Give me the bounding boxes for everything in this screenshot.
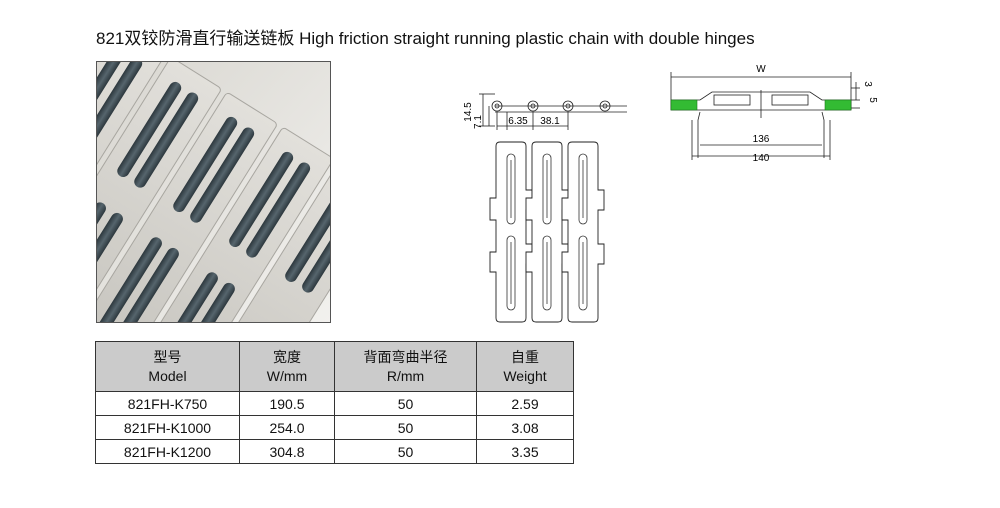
chain-plate <box>97 62 165 308</box>
table-row: 821FH-K1200 304.8 50 3.35 <box>95 439 574 464</box>
spec-table: 型号 Model 宽度 W/mm 背面弯曲半径 R/mm 自重 Weight 8… <box>95 341 574 464</box>
cell-weight: 3.35 <box>476 439 574 464</box>
side-view-drawing: 14.5 7.1 6.35 38.1 <box>463 93 627 130</box>
header-radius-en: R/mm <box>386 367 425 384</box>
cell-width: 254.0 <box>239 415 335 440</box>
product-photo <box>96 61 331 323</box>
top-view-drawing <box>489 141 605 323</box>
header-width-en: W/mm <box>266 367 308 384</box>
dim-side-label: 5 <box>867 97 878 103</box>
chain-photo-illustration <box>97 62 330 322</box>
cell-width: 304.8 <box>239 439 335 464</box>
header-weight-cn: 自重 <box>511 348 539 365</box>
header-radius-cn: 背面弯曲半径 <box>363 348 448 365</box>
cell-radius: 50 <box>334 391 477 416</box>
header-weight: 自重 Weight <box>476 341 574 392</box>
header-model-en: Model <box>148 367 187 384</box>
header-width: 宽度 W/mm <box>239 341 335 392</box>
chain-plate-outline <box>489 141 533 323</box>
header-model: 型号 Model <box>95 341 240 392</box>
header-radius: 背面弯曲半径 R/mm <box>334 341 477 392</box>
cell-weight: 3.08 <box>476 415 574 440</box>
friction-insert-right <box>824 99 852 111</box>
header-model-cn: 型号 <box>153 348 182 365</box>
cell-model: 821FH-K750 <box>95 391 240 416</box>
dim-inner-label: 136 <box>753 134 770 145</box>
cell-weight: 2.59 <box>476 391 574 416</box>
table-row: 821FH-K1000 254.0 50 3.08 <box>95 415 574 440</box>
friction-insert-left <box>670 99 698 111</box>
dim-width-label: W <box>756 64 766 75</box>
table-row: 821FH-K750 190.5 50 2.59 <box>95 391 574 416</box>
page-title: 821双铰防滑直行输送链板 High friction straight run… <box>96 29 755 48</box>
cell-radius: 50 <box>334 439 477 464</box>
cell-radius: 50 <box>334 415 477 440</box>
dim-center-label: 7.1 <box>473 115 484 129</box>
header-weight-en: Weight <box>503 367 547 384</box>
dim-height-label: 14.5 <box>463 102 474 122</box>
cell-model: 821FH-K1000 <box>95 415 240 440</box>
table-header-row: 型号 Model 宽度 W/mm 背面弯曲半径 R/mm 自重 Weight <box>95 341 574 392</box>
cross-section-drawing: W 3 5 136 140 <box>670 64 878 164</box>
cell-width: 190.5 <box>239 391 335 416</box>
dim-pitch-label: 38.1 <box>540 116 560 127</box>
cell-model: 821FH-K1200 <box>95 439 240 464</box>
dim-top-label: 3 <box>862 81 873 87</box>
dim-offset-label: 6.35 <box>508 116 528 127</box>
header-width-cn: 宽度 <box>273 348 301 365</box>
dim-outer-label: 140 <box>753 153 770 164</box>
